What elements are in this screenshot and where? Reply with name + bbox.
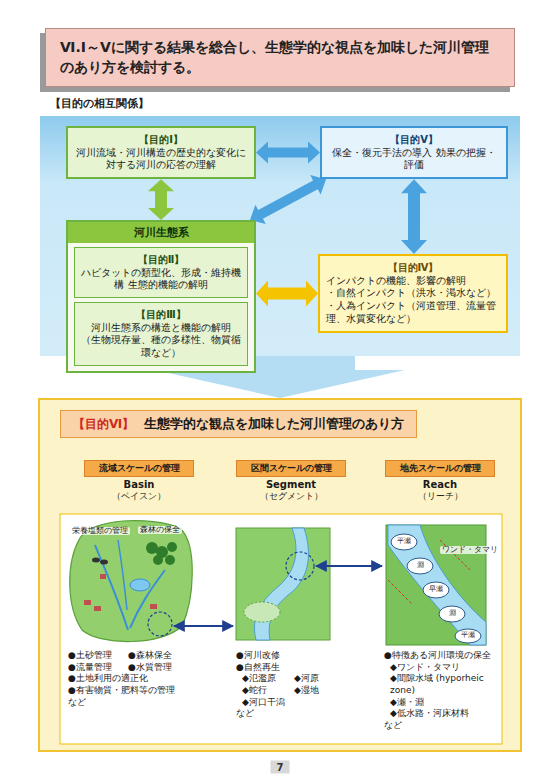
scale-header: 流域スケールの管理 Basin（ベイスン） (84, 460, 194, 503)
box-heading: 【目的Ⅰ】 (74, 133, 248, 147)
box-heading: 【目的Ⅳ】 (326, 261, 500, 275)
box-heading: 【目的Ⅱ】 (81, 253, 241, 267)
block-arrow (250, 175, 326, 224)
box-text: 保全・復元手法の導入 効果の把握・評価 (328, 147, 500, 173)
box-heading: 【目的Ⅵ】 (73, 416, 134, 433)
box-heading: 区間スケールの管理 (236, 460, 346, 477)
objective-box: 【目的Ⅴ】保全・復元手法の導入 効果の把握・評価 (320, 126, 508, 179)
box-text: （ベイスン） (84, 490, 194, 503)
title-box: Ⅵ.Ⅰ～Ⅴに関する結果を総合し、生態学的な視点を加味した河川管理のあり方を検討す… (45, 28, 515, 87)
objective-box: 【目的Ⅳ】インパクトの機能、影響の解明・自然インパクト（洪水・渇水など）・人為イ… (318, 254, 508, 333)
page-number: 7 (271, 761, 290, 774)
objective-box: 【目的Ⅱ】ハビタットの類型化、形成・維持機構 生態的機能の解明 (74, 247, 248, 298)
box-heading: 流域スケールの管理 (84, 460, 194, 477)
management-panel: 【目的Ⅵ】生態学的な観点を加味した河川管理のあり方流域スケールの管理Basin（… (38, 398, 522, 752)
scale-header: 区間スケールの管理 Segment（セグメント） (236, 460, 346, 503)
box-text: （セグメント） (236, 490, 346, 503)
box-heading: 【目的Ⅴ】 (328, 133, 500, 147)
box-text: ・人為インパクト（河道管理、流量管理、水質変化など） (326, 300, 500, 326)
box-text: Reach (385, 479, 495, 490)
relation-panel: 【目的の相互関係】【目的Ⅰ】河川流域・河川構造の歴史的な変化に 対する河川の応答… (40, 116, 520, 356)
box-text: ハビタットの類型化、形成・維持機構 生態的機能の解明 (81, 267, 241, 293)
box-heading: Ⅵ.Ⅰ～Ⅴに関する結果を総合し、生態学的な視点を加味した河川管理のあり方を検討す… (60, 37, 500, 78)
box-text: Segment (236, 479, 346, 490)
block-arrow (148, 179, 174, 220)
group-box: 河川生態系【目的Ⅱ】ハビタットの類型化、形成・維持機構 生態的機能の解明【目的Ⅲ… (66, 220, 256, 373)
box-heading: 地先スケールの管理 (385, 460, 495, 477)
objective-box: 【目的Ⅰ】河川流域・河川構造の歴史的な変化に 対する河川の応答の理解 (66, 126, 256, 179)
block-arrow (256, 280, 318, 306)
box-text: （リーチ） (385, 490, 495, 503)
scale-header: 地先スケールの管理 Reach（リーチ） (385, 460, 495, 503)
box-text: 生態学的な観点を加味した河川管理のあり方 (144, 415, 404, 433)
objective-box: 【目的Ⅲ】河川生態系の構造と機能の解明 （生物現存量、種の多様性、物質循環など） (74, 302, 248, 366)
box-text: インパクトの機能、影響の解明 (326, 275, 500, 288)
box-text: ・自然インパクト（洪水・渇水など） (326, 287, 500, 300)
box-text: 河川流域・河川構造の歴史的な変化に 対する河川の応答の理解 (74, 147, 248, 173)
box-text: 河川生態系の構造と機能の解明 （生物現存量、種の多様性、物質循環など） (81, 322, 241, 360)
block-arrow (401, 179, 427, 254)
heading-band: 【目的Ⅵ】生態学的な観点を加味した河川管理のあり方 (60, 410, 417, 438)
box-heading: 【目的の相互関係】 (50, 96, 530, 111)
box-text: Basin (84, 479, 194, 490)
box-heading: 河川生態系 (68, 222, 254, 243)
box-heading: 【目的Ⅲ】 (81, 308, 241, 322)
block-arrow (256, 142, 320, 164)
